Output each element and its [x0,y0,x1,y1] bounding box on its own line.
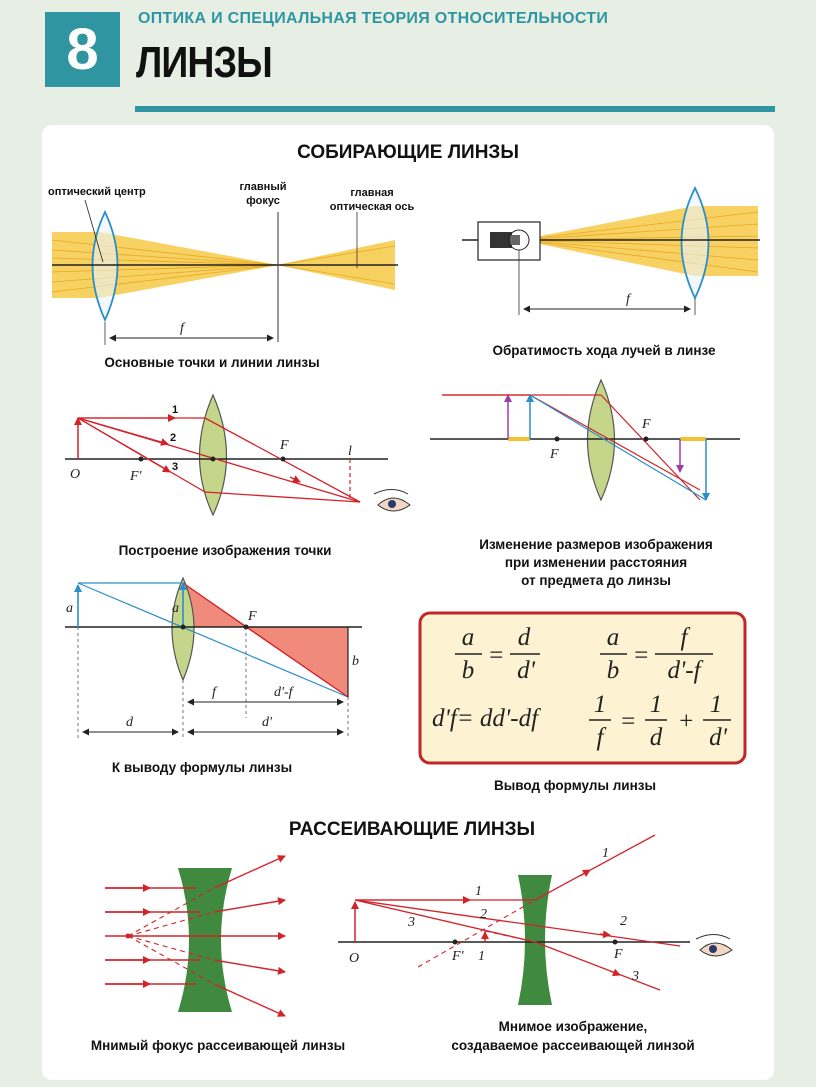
formula-box: a b = d d' a b = f d'-f d'f= dd'-df 1 f … [418,611,747,793]
vi-ray-1: 1 [602,846,609,861]
label-Fprime: F' [129,469,143,484]
caption-virtual-image-2: создаваемое рассеивающей линзой [451,1038,694,1053]
label-b: b [352,654,359,669]
label-l: l [348,444,352,459]
vi-ray-3b: 3 [631,969,639,984]
label-f-2: f [626,292,632,307]
label-main-axis-2: оптическая ось [330,201,415,213]
label-main-focus-1: главный [240,181,287,193]
lamp-icon [477,221,541,261]
label-d: d [126,715,134,730]
formula-4-f: f [597,724,607,751]
formula-4-dp: d' [709,724,728,751]
vi-label-F: F [613,947,623,962]
ray-label-2: 2 [170,432,176,444]
label-a: a [66,601,73,616]
vi-ray-1b: 1 [475,884,482,899]
label-F-4: F [641,417,651,432]
diverging-lens [178,868,232,1012]
caption-size-change-1: Изменение размеров изображения [479,537,713,552]
green-lens [198,393,228,517]
label-F-4b: F [549,447,559,462]
caption-reversibility: Обратимость хода лучей в линзе [492,343,716,358]
formula-3: d'f= dd'-df [432,705,541,732]
label-F-5: F [247,609,257,624]
diagram-formula-derivation: a a b F f d'-f d d' К выводу формулы лин… [65,576,362,775]
section-title-diverging: РАССЕИВАЮЩИЕ ЛИНЗЫ [289,819,535,840]
formula-4-1c: 1 [710,691,723,718]
formula-2-dpf: d'-f [667,657,703,684]
caption-formula-derivation: К выводу формулы линзы [112,760,292,775]
caption-point-image: Построение изображения точки [119,543,332,558]
formula-1-b: b [462,657,475,684]
formula-2-eq: = [633,642,650,669]
label-optical-center: оптический центр [48,186,146,198]
formula-1-d: d [518,624,531,651]
caption-size-change-2: при изменении расстояния [505,555,687,570]
label-f: f [180,321,186,336]
diagram-virtual-focus: Мнимый фокус рассеивающей линзы [91,855,345,1053]
diagram-virtual-image: 1 1 2 2 3 3 O F' 1 F Мнимое изображение,… [338,834,733,1053]
label-main-focus-2: фокус [246,195,280,207]
caption-virtual-focus: Мнимый фокус рассеивающей линзы [91,1038,345,1053]
converging-lens-2 [680,185,710,301]
eye-icon [373,489,411,512]
chapter-subtitle: ОПТИКА И СПЕЦИАЛЬНАЯ ТЕОРИЯ ОТНОСИТЕЛЬНО… [138,10,609,27]
caption-virtual-image-1: Мнимое изображение, [499,1019,648,1034]
formula-4-eq: = [620,708,637,735]
section-title-converging: СОБИРАЮЩИЕ ЛИНЗЫ [297,142,519,163]
page-title: ЛИНЗЫ [136,38,273,87]
formula-4-d: d [650,724,663,751]
formula-1-a: a [462,624,475,651]
caption-formula-output: Вывод формулы линзы [494,778,656,793]
diagram-point-image: 1 2 3 O F' F l Построение изображения то… [65,393,411,558]
vi-label-1: 1 [478,949,485,964]
label-main-axis-1: главная [350,187,393,199]
label-dprime: d' [262,715,273,730]
caption-size-change-3: от предмета до линзы [521,573,671,588]
diagram-basic-points: f оптический центр главный фокус главная… [48,181,415,370]
label-O: O [70,467,80,482]
label-F: F [279,438,289,453]
converging-lens [91,209,119,323]
formula-1-dp: d' [517,657,536,684]
formula-4-1b: 1 [650,691,663,718]
formula-2-f: f [681,624,691,651]
vi-ray-3: 3 [407,915,415,930]
vi-ray-2: 2 [480,907,487,922]
chapter-number: 8 [45,12,120,87]
label-f-5: f [212,685,218,700]
label-a-2: a [172,601,179,616]
formula-2-a: a [607,624,620,651]
formula-2-b: b [607,657,620,684]
ray-label-1: 1 [172,404,178,416]
caption-basic-points: Основные точки и линии линзы [104,355,319,370]
diagram-reversibility: f Обратимость хода лучей в линзе [462,185,760,358]
diagram-size-change: F F Изменение размеров изображения при и… [430,378,740,588]
label-dprime-minus-f: d'-f [274,685,295,700]
formula-1-eq: = [488,642,505,669]
eye-icon [695,934,733,957]
ray-label-3: 3 [172,461,178,473]
formula-4-1: 1 [594,691,607,718]
vi-label-Fprime: F' [451,949,465,964]
vi-label-O: O [349,951,359,966]
formula-4-plus: + [678,708,695,735]
vi-ray-2b: 2 [620,914,627,929]
title-rule [135,106,775,112]
